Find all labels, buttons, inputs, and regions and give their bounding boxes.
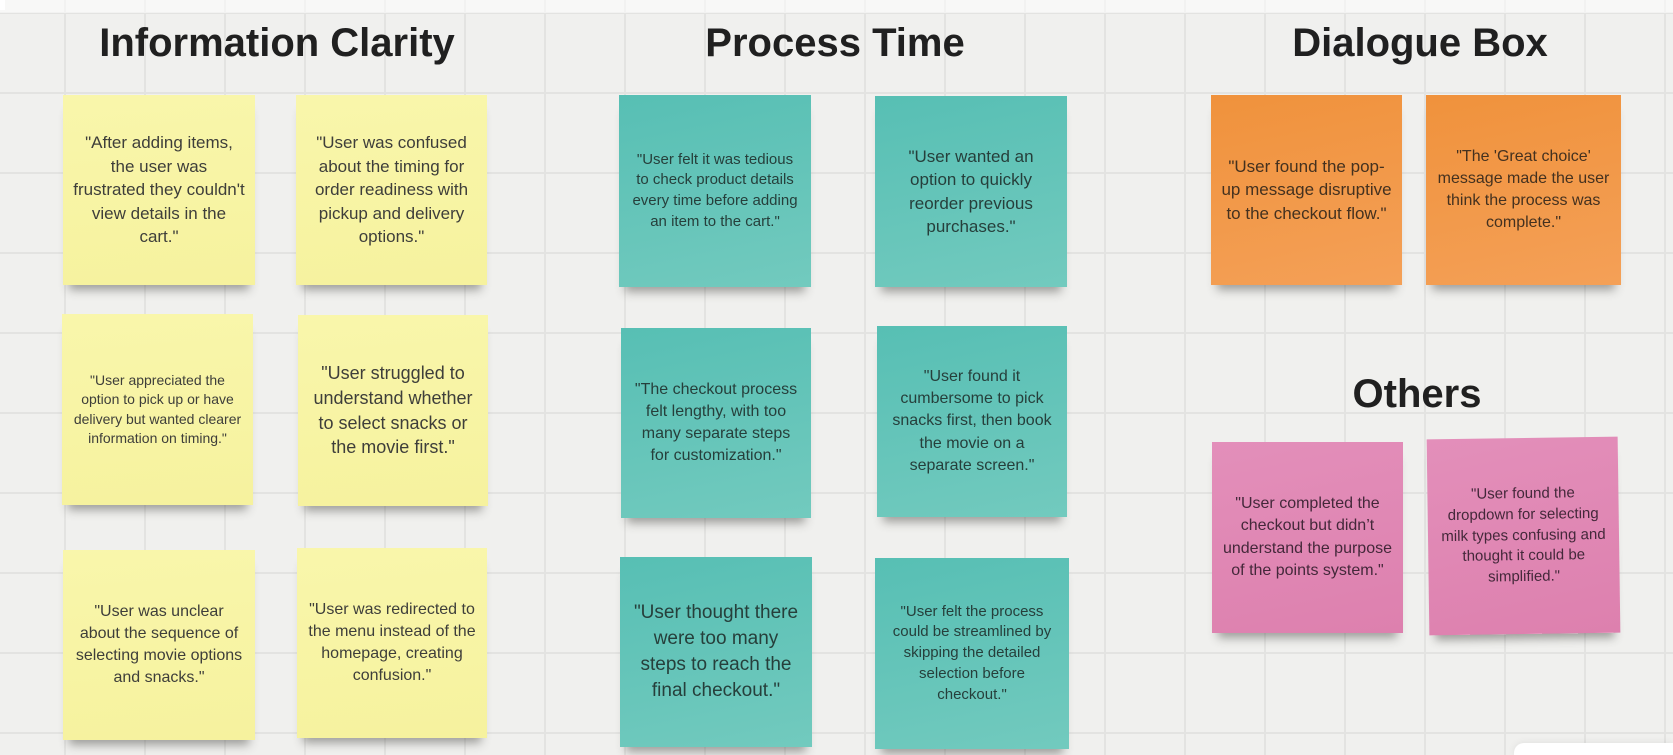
sticky-note-others-2[interactable]: "User found the dropdown for selecting m… — [1426, 436, 1621, 636]
column-title-process-time[interactable]: Process Time — [705, 21, 965, 65]
canvas-corner-artifact — [0, 0, 5, 10]
sticky-note-information-clarity-6[interactable]: "User was redirected to the menu instead… — [297, 548, 487, 738]
sticky-note-dialogue-box-2[interactable]: "The 'Great choice' message made the use… — [1426, 95, 1621, 285]
sticky-note-information-clarity-3[interactable]: "User appreciated the option to pick up … — [62, 314, 253, 505]
sticky-note-process-time-3[interactable]: "The checkout process felt lengthy, with… — [621, 328, 811, 518]
sticky-note-information-clarity-1[interactable]: "After adding items, the user was frustr… — [63, 95, 255, 285]
sticky-note-process-time-1[interactable]: "User felt it was tedious to check produ… — [619, 95, 811, 287]
sticky-note-others-1[interactable]: "User completed the checkout but didn’t … — [1212, 442, 1403, 633]
sticky-note-information-clarity-4[interactable]: "User struggled to understand whether to… — [298, 315, 488, 506]
sticky-note-process-time-5[interactable]: "User thought there were too many steps … — [620, 557, 812, 747]
sticky-note-process-time-6[interactable]: "User felt the process could be streamli… — [875, 558, 1069, 749]
column-title-dialogue-box[interactable]: Dialogue Box — [1292, 21, 1548, 65]
sticky-note-information-clarity-2[interactable]: "User was confused about the timing for … — [296, 95, 487, 285]
canvas-top-strip — [0, 0, 1673, 13]
sticky-note-dialogue-box-1[interactable]: "User found the pop-up message disruptiv… — [1211, 95, 1402, 285]
bottom-right-panel — [1514, 743, 1673, 755]
column-title-others[interactable]: Others — [1352, 372, 1482, 416]
sticky-note-information-clarity-5[interactable]: "User was unclear about the sequence of … — [63, 550, 255, 740]
sticky-note-process-time-2[interactable]: "User wanted an option to quickly reorde… — [875, 96, 1067, 287]
sticky-note-process-time-4[interactable]: "User found it cumbersome to pick snacks… — [877, 326, 1067, 517]
column-title-information-clarity[interactable]: Information Clarity — [99, 21, 455, 65]
